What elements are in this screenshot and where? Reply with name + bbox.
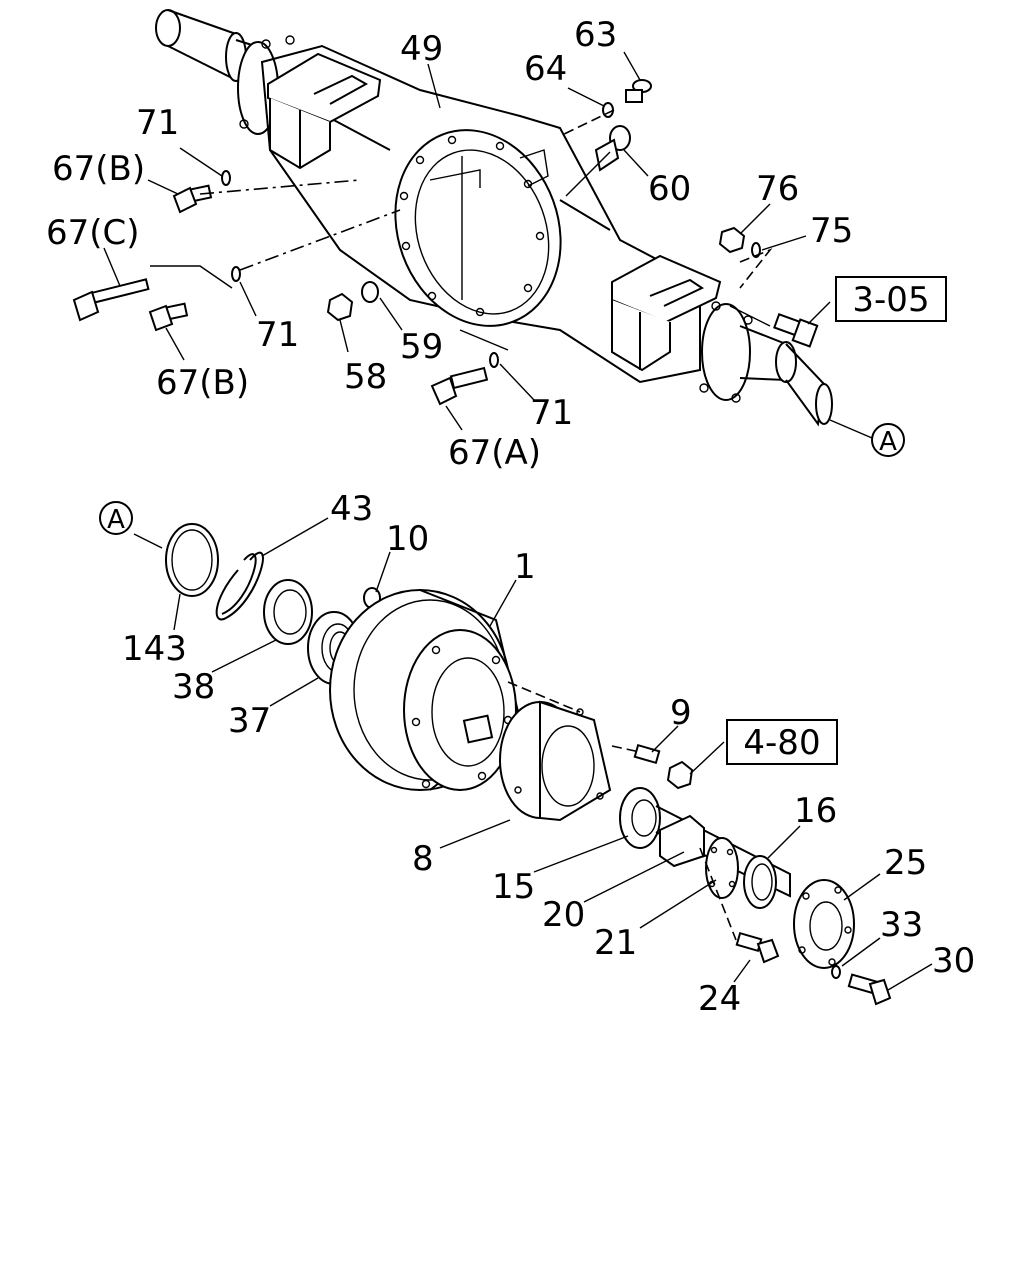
callout-20: 20 <box>542 895 585 935</box>
callout-8: 8 <box>412 839 434 879</box>
part-71-washer-c <box>489 352 499 368</box>
part-8-hub <box>462 700 612 822</box>
callout-64: 64 <box>524 49 567 89</box>
callout-143: 143 <box>122 629 187 669</box>
hub-assembly <box>165 523 892 1006</box>
part-67c-bolt <box>72 278 150 322</box>
callout-49: 49 <box>400 29 443 69</box>
part-63-plug <box>625 79 652 103</box>
callout-30: 30 <box>932 941 975 981</box>
callout-75: 75 <box>810 211 853 251</box>
part-38-seal <box>263 579 313 645</box>
part-43-snap-ring <box>215 551 264 621</box>
part-30-bolt <box>847 973 892 1006</box>
part-21-gasket <box>705 837 739 899</box>
part-59-gasket <box>361 281 379 303</box>
callout-37: 37 <box>228 701 271 741</box>
callout-58: 58 <box>344 357 387 397</box>
part-64-gasket <box>602 102 614 118</box>
part-67b-bolt-bottom <box>148 302 189 332</box>
callout-21: 21 <box>594 923 637 963</box>
ref-box-3-05[interactable]: 3-05 <box>835 276 947 322</box>
part-71-washer-b <box>231 266 241 282</box>
callout-67c: 67(C) <box>46 213 140 253</box>
callout-24: 24 <box>698 979 741 1019</box>
part-71-washer-a <box>221 170 231 186</box>
callout-33: 33 <box>880 905 923 945</box>
callout-67a: 67(A) <box>448 433 541 473</box>
marker-a-top-label: A <box>879 427 897 457</box>
callout-25: 25 <box>884 843 927 883</box>
part-67b-bolt-top <box>172 184 213 214</box>
part-60-union-bolt <box>594 125 631 172</box>
callout-labels: 49 63 64 71 67(B) 60 76 75 67(C) 71 67(B… <box>46 15 975 1019</box>
callout-16: 16 <box>794 791 837 831</box>
callout-71-b: 71 <box>256 315 299 355</box>
callout-76: 76 <box>756 169 799 209</box>
part-1-brake-drum <box>329 589 522 791</box>
leader-lines-bottom <box>133 517 933 991</box>
callout-63: 63 <box>574 15 617 55</box>
part-75-washer <box>751 242 761 258</box>
part-76-nut <box>718 226 746 254</box>
marker-a-bottom-label: A <box>107 505 125 535</box>
ref-box-4-80[interactable]: 4-80 <box>726 719 838 765</box>
callout-71-c: 71 <box>530 393 573 433</box>
ref-label-3-05: 3-05 <box>852 280 929 320</box>
callout-67b-bottom: 67(B) <box>156 363 249 403</box>
callout-67b-top: 67(B) <box>52 149 145 189</box>
marker-a-bottom: A <box>99 501 133 535</box>
callout-71-a: 71 <box>136 103 179 143</box>
callout-59: 59 <box>400 327 443 367</box>
part-143-seal-ring <box>165 523 219 597</box>
callout-1: 1 <box>514 547 536 587</box>
ref-label-4-80: 4-80 <box>743 723 820 763</box>
part-15-bearing <box>619 787 661 849</box>
callout-43: 43 <box>330 489 373 529</box>
leader-lines <box>103 51 873 439</box>
part-16-seal <box>743 855 777 909</box>
part-33-washer <box>831 965 841 979</box>
axle-housing-body <box>260 44 833 427</box>
axle-housing-assembly <box>72 9 833 427</box>
callout-38: 38 <box>172 667 215 707</box>
part-24-bolt <box>735 931 780 964</box>
marker-a-top: A <box>871 423 905 457</box>
part-67a-bolt <box>430 366 489 406</box>
callout-9: 9 <box>670 693 692 733</box>
part-25-flange-cover <box>793 879 855 969</box>
ref-4-80-nut <box>666 760 694 790</box>
part-58-nut <box>326 292 354 322</box>
callout-10: 10 <box>386 519 429 559</box>
callout-15: 15 <box>492 867 535 907</box>
callout-60: 60 <box>648 169 691 209</box>
